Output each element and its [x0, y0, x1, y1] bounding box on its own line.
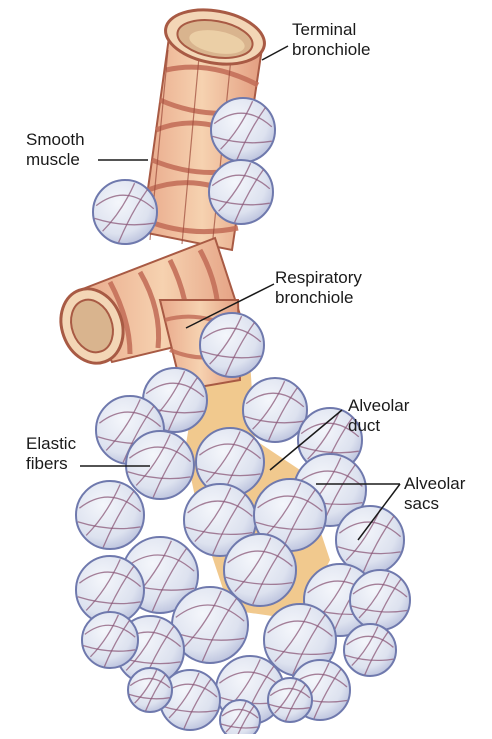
alveolus	[128, 668, 172, 712]
label-alveolar-duct-line1: Alveolar	[348, 396, 409, 416]
label-smooth-muscle-line2: muscle	[26, 150, 85, 170]
label-respiratory-bronchiole-line1: Respiratory	[275, 268, 362, 288]
label-respiratory-bronchiole-line2: bronchiole	[275, 288, 362, 308]
alveolus	[243, 378, 307, 442]
alveolus	[209, 160, 273, 224]
label-elastic-fibers: Elastic fibers	[26, 434, 76, 474]
label-alveolar-duct: Alveolar duct	[348, 396, 409, 436]
label-alveolar-duct-line2: duct	[348, 416, 409, 436]
label-smooth-muscle: Smooth muscle	[26, 130, 85, 170]
alveolus	[220, 700, 260, 734]
label-respiratory-bronchiole: Respiratory bronchiole	[275, 268, 362, 308]
alveolus	[344, 624, 396, 676]
alveolus	[350, 570, 410, 630]
label-terminal-bronchiole-line1: Terminal	[292, 20, 370, 40]
leader-terminal-bronchiole	[262, 46, 288, 60]
label-elastic-fibers-line1: Elastic	[26, 434, 76, 454]
label-alveolar-sacs: Alveolar sacs	[404, 474, 465, 514]
alveolus	[211, 98, 275, 162]
alveolus	[93, 180, 157, 244]
alveolus	[200, 313, 264, 377]
label-alveolar-sacs-line1: Alveolar	[404, 474, 465, 494]
label-smooth-muscle-line1: Smooth	[26, 130, 85, 150]
label-alveolar-sacs-line2: sacs	[404, 494, 465, 514]
alveolus	[76, 481, 144, 549]
alveolus	[82, 612, 138, 668]
alveolus	[126, 431, 194, 499]
label-elastic-fibers-line2: fibers	[26, 454, 76, 474]
alveolus	[268, 678, 312, 722]
label-terminal-bronchiole: Terminal bronchiole	[292, 20, 370, 60]
label-terminal-bronchiole-line2: bronchiole	[292, 40, 370, 60]
